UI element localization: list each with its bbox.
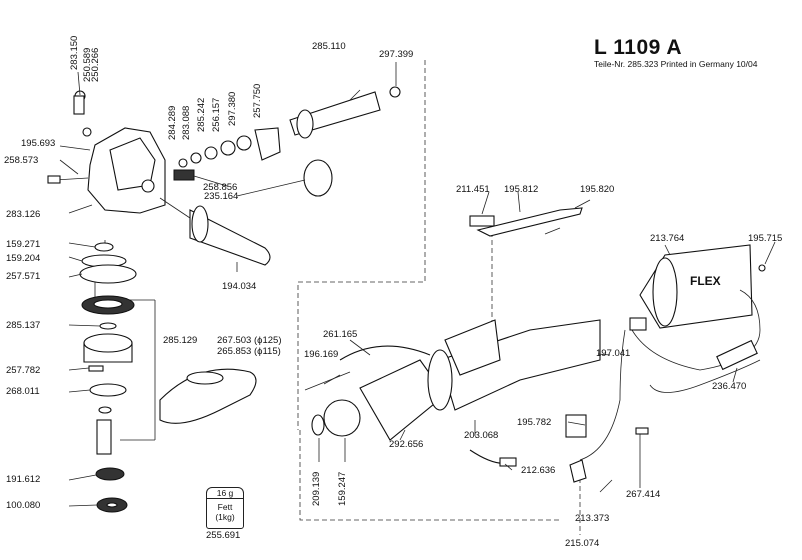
label-284289: 284.289 (167, 105, 178, 140)
label-236470: 236.470 (712, 381, 747, 392)
label-285137: 285.137 (6, 320, 41, 331)
spindle-stack (79, 242, 137, 513)
label-235164: 235.164 (204, 191, 239, 202)
armature-row (173, 86, 401, 197)
label-256157: 256.157 (211, 97, 222, 132)
label-100080: 100.080 (6, 500, 41, 511)
label-283088: 283.088 (181, 105, 192, 140)
label-194034: 194.034 (222, 281, 257, 292)
wheel-guard (159, 368, 257, 424)
part-number-line: Teile-Nr. 285.323 Printed in Germany 10/… (594, 59, 758, 69)
label-268011: 268.011 (6, 386, 40, 397)
label-257782: 257.782 (6, 365, 41, 376)
label-195812: 195.812 (504, 184, 539, 195)
label-195820: 195.820 (580, 184, 615, 195)
brand-logo: FLEX (690, 274, 721, 288)
label-292656: 292.656 (389, 439, 424, 450)
label-195693: 195.693 (21, 138, 56, 149)
model-title: L 1109 A (594, 36, 683, 59)
label-159247: 159.247 (337, 471, 348, 506)
assembly-outline-lower (299, 430, 560, 521)
label-258856: 258.856 (203, 182, 238, 193)
label-195715: 195.715 (748, 233, 783, 244)
grease-unit: (1kg) (215, 512, 235, 522)
gear-head-housing (47, 90, 166, 214)
label-285242: 285.242 (196, 97, 207, 132)
label-285129: 285.129 (163, 335, 198, 346)
label-211451: 211.451 (456, 184, 490, 195)
power-cable (579, 289, 761, 461)
label-267414: 267.414 (626, 489, 661, 500)
label-255691: 255.691 (206, 530, 241, 541)
grease-weight: 16 g (207, 488, 243, 499)
motor-assembly (304, 319, 601, 467)
label-159271: 159.271 (6, 239, 41, 250)
label-285110: 285.110 (312, 41, 346, 52)
label-213764: 213.764 (650, 233, 685, 244)
label-212636: 212.636 (521, 465, 556, 476)
label-196169: 196.169 (304, 349, 339, 360)
label-267503: 267.503 (ϕ125) (217, 335, 282, 346)
switch-parts (469, 207, 649, 483)
label-265853: 265.853 (ϕ115) (217, 346, 281, 357)
label-297380: 297.380 (227, 91, 238, 126)
label-195782: 195.782 (517, 417, 552, 428)
label-203068: 203.068 (464, 430, 499, 441)
grease-name: Fett (217, 502, 233, 512)
label-261165: 261.165 (323, 329, 358, 340)
label-197041: 197.041 (596, 348, 631, 359)
label-209139: 209.139 (311, 471, 322, 506)
label-215074: 215.074 (565, 538, 600, 549)
label-257571: 257.571 (6, 271, 41, 282)
label-297399: 297.399 (379, 49, 414, 60)
label-213373: 213.373 (575, 513, 610, 524)
label-257750: 257.750 (252, 83, 263, 118)
label-250266: 250.266 (90, 47, 101, 82)
motor-housing: FLEX (639, 244, 766, 329)
label-258573: 258.573 (4, 155, 39, 166)
label-283126: 283.126 (6, 209, 41, 220)
label-159204: 159.204 (6, 253, 41, 264)
grease-container: 16 g Fett (1kg) (206, 487, 244, 529)
label-191612: 191.612 (6, 474, 41, 485)
label-283150: 283.150 (69, 35, 80, 70)
side-handle (159, 197, 271, 266)
